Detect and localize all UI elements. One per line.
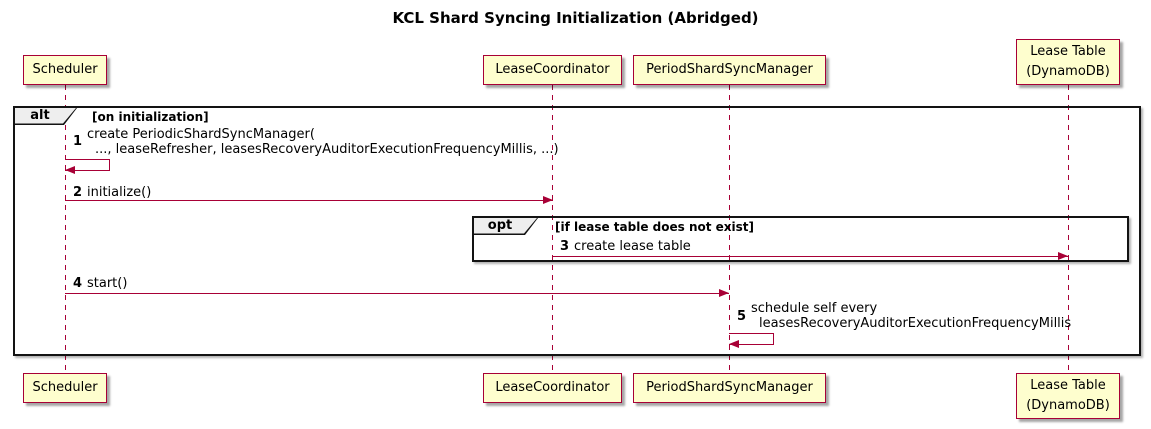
participant-scheduler-top: Scheduler xyxy=(23,55,107,85)
arrowhead-right xyxy=(543,196,553,204)
participant-scheduler-bottom: Scheduler xyxy=(23,373,107,403)
participant-periodshardsyncmanager-top: PeriodShardSyncManager xyxy=(633,55,826,85)
message-4-number: 4 xyxy=(73,276,83,291)
lifeline-leasetable xyxy=(1068,85,1069,373)
alt-keyword: alt xyxy=(30,108,50,123)
frame-label-fill xyxy=(15,108,76,124)
message-5-line2: leasesRecoveryAuditorExecutionFrequencyM… xyxy=(759,316,1072,331)
alt-condition: [on initialization] xyxy=(92,110,209,124)
participant-label: Scheduler xyxy=(32,62,98,77)
participant-label: PeriodShardSyncManager xyxy=(646,380,813,395)
message-3-arrow xyxy=(553,256,1068,257)
message-1-self-arrow xyxy=(65,159,110,171)
opt-frame-label: opt xyxy=(474,218,538,235)
participant-label: LeaseCoordinator xyxy=(495,62,610,77)
message-3-label: create lease table xyxy=(574,239,691,254)
participant-label: Scheduler xyxy=(32,380,98,395)
message-2-number: 2 xyxy=(73,185,83,200)
message-5-self-arrow xyxy=(729,333,774,345)
message-2-label: initialize() xyxy=(87,185,152,200)
participant-sublabel: (DynamoDB) xyxy=(1026,398,1110,413)
arrowhead-left xyxy=(65,166,75,174)
message-3-number: 3 xyxy=(560,239,570,254)
diagram-title: KCL Shard Syncing Initialization (Abridg… xyxy=(392,9,759,27)
opt-keyword: opt xyxy=(487,218,513,233)
participant-sublabel: (DynamoDB) xyxy=(1026,64,1110,79)
participant-leasecoordinator-top: LeaseCoordinator xyxy=(483,55,622,85)
participant-leasetable-bottom: Lease Table (DynamoDB) xyxy=(1016,373,1120,419)
alt-frame: alt [on initialization] xyxy=(13,106,1141,356)
opt-frame: opt [if lease table does not exist] xyxy=(472,216,1129,262)
message-5-line1: schedule self every xyxy=(751,301,878,316)
participant-leasetable-top: Lease Table (DynamoDB) xyxy=(1016,39,1120,85)
message-1-label: create PeriodicShardSyncManager( ..., le… xyxy=(87,127,559,157)
participant-label: Lease Table xyxy=(1030,378,1106,393)
arrowhead-right xyxy=(719,289,729,297)
message-1-line2: ..., leaseRefresher, leasesRecoveryAudit… xyxy=(95,142,559,157)
frame-label-fill xyxy=(474,218,537,234)
participant-label: LeaseCoordinator xyxy=(495,380,610,395)
alt-frame-label: alt xyxy=(15,108,77,125)
participant-periodshardsyncmanager-bottom: PeriodShardSyncManager xyxy=(633,373,826,403)
opt-condition: [if lease table does not exist] xyxy=(555,220,755,234)
message-5-label: schedule self every leasesRecoveryAudito… xyxy=(751,301,1071,331)
message-1-line1: create PeriodicShardSyncManager( xyxy=(87,127,315,142)
participant-leasecoordinator-bottom: LeaseCoordinator xyxy=(483,373,622,403)
lifeline-periodshardsyncmanager xyxy=(729,85,730,373)
message-5-number: 5 xyxy=(737,309,747,324)
participant-label: PeriodShardSyncManager xyxy=(646,62,813,77)
arrowhead-left xyxy=(729,340,739,348)
message-4-arrow xyxy=(65,293,729,294)
arrowhead-right xyxy=(1058,252,1068,260)
message-4-label: start() xyxy=(87,276,128,291)
lifeline-scheduler xyxy=(65,85,66,373)
message-2-arrow xyxy=(65,200,553,201)
participant-label: Lease Table xyxy=(1030,44,1106,59)
lifeline-leasecoordinator xyxy=(552,85,553,373)
message-1-number: 1 xyxy=(73,134,83,149)
